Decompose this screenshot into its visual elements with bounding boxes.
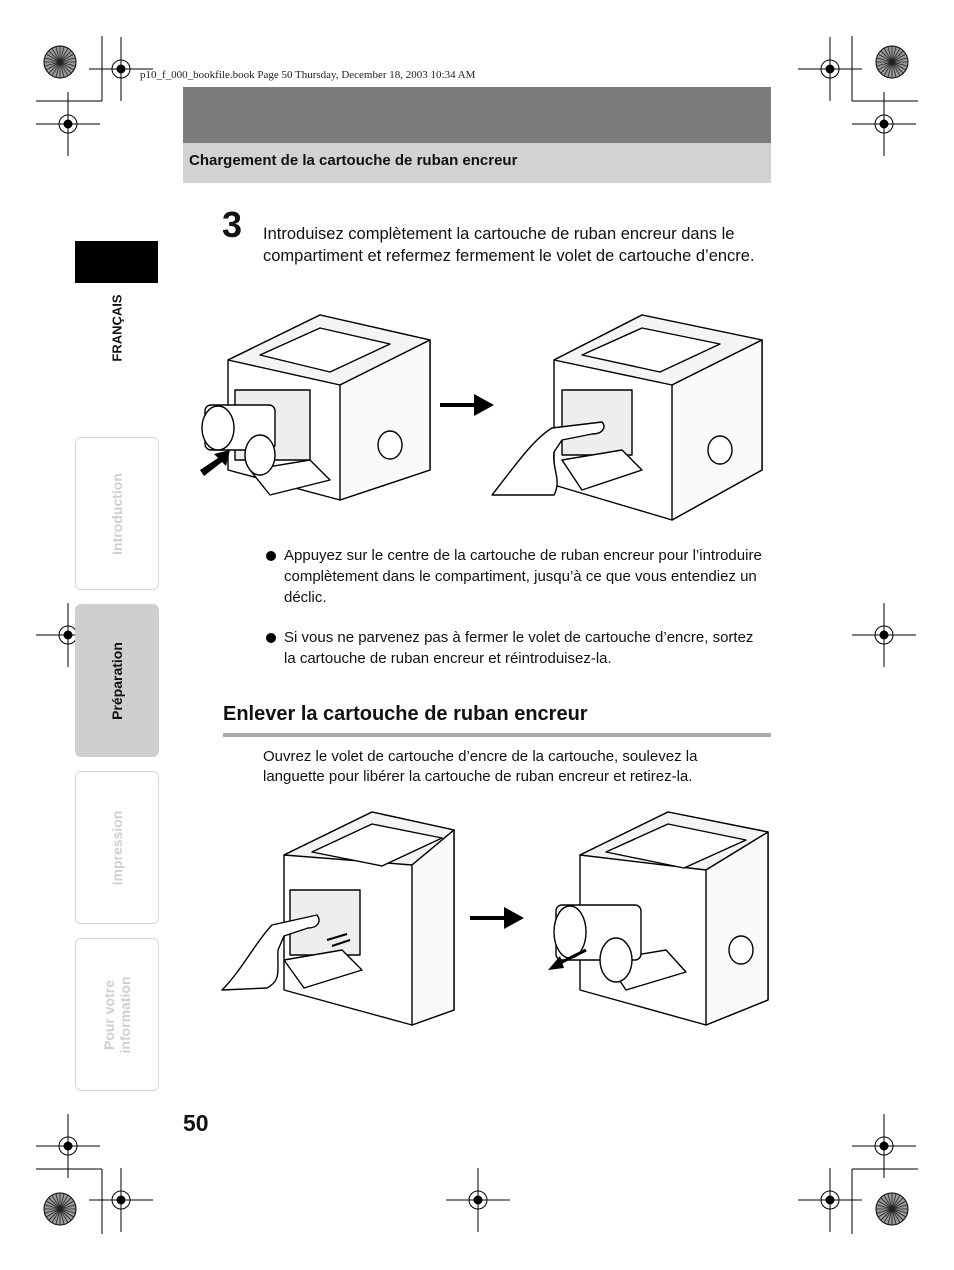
section-title: Chargement de la cartouche de ruban encr… [189,152,518,169]
printer-insert-illustration [200,314,431,501]
tab-preparation[interactable]: Préparation [75,604,159,757]
crosshair-mark [852,1114,916,1178]
tab-impression[interactable]: Impression [75,771,159,924]
bullet-item: Appuyez sur le centre de la cartouche de… [266,545,768,608]
rosette-mark [875,1192,909,1226]
tab-impression-label: Impression [109,810,125,885]
section-title-bar [183,143,771,183]
crosshair-mark [36,92,100,156]
subsection-title: Enlever la cartouche de ruban encreur [223,703,588,725]
tab-pour-votre-information[interactable]: Pour votre information [75,938,159,1091]
language-marker [75,241,158,283]
crosshair-mark [798,1168,862,1232]
crosshair-mark [89,37,153,101]
subsection-rule [223,733,771,737]
arrow-icon [470,907,524,929]
file-header: p10_f_000_bookfile.book Page 50 Thursday… [140,69,476,81]
step-number: 3 [222,204,243,245]
step-instruction: Introduisez complètement la cartouche de… [263,225,755,265]
rosette-mark [875,45,909,79]
tab-preparation-label: Préparation [109,641,125,720]
crosshair-mark [89,1168,153,1232]
crosshair-mark [446,1168,510,1232]
arrow-icon [440,394,494,416]
crosshair-mark [852,603,916,667]
rosette-mark [43,1192,77,1226]
subsection-text: Ouvrez le volet de cartouche d’encre de … [263,748,698,785]
tab-information-label: Pour votre information [101,976,133,1053]
bullet-item: Si vous ne parvenez pas à fermer le vole… [266,627,768,669]
printer-removed-cartridge-illustration [548,811,769,1026]
crosshair-mark [36,603,100,667]
bullet-text: Si vous ne parvenez pas à fermer le vole… [284,629,754,667]
rosette-mark [43,45,77,79]
crosshair-mark [852,92,916,156]
crosshair-mark [798,37,862,101]
bullet-text: Appuyez sur le centre de la cartouche de… [284,547,762,606]
tab-introduction[interactable]: Introduction [75,437,159,590]
language-label: FRANÇAIS [109,294,125,362]
bullet-icon [266,551,276,561]
printer-closing-illustration [491,314,763,521]
bullet-icon [266,633,276,643]
page-number: 50 [183,1110,209,1136]
header-band [183,87,771,143]
tab-introduction-label: Introduction [109,472,125,555]
crosshair-mark [36,1114,100,1178]
printer-release-illustration [221,811,455,1026]
